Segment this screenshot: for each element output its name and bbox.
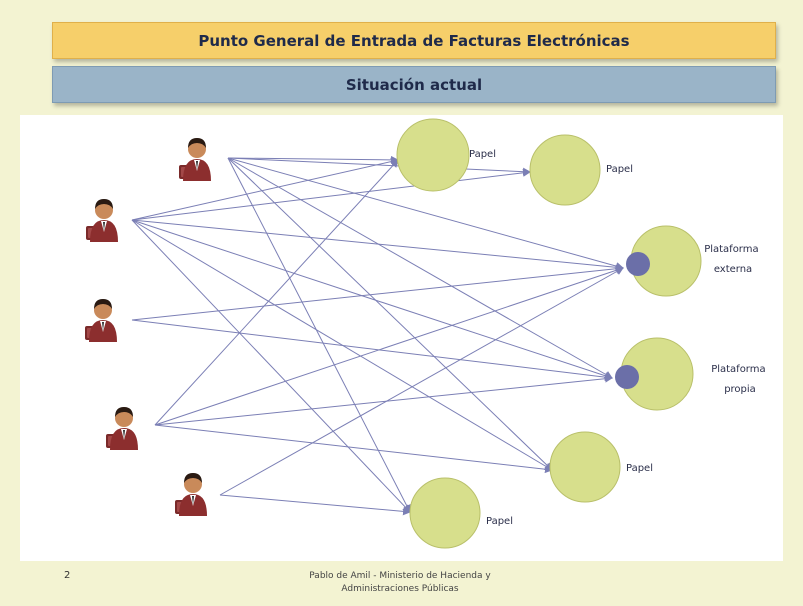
arrow [227, 157, 411, 513]
destination-plataforma-externa: Plataforma externa [626, 225, 762, 297]
hub-node [626, 252, 650, 276]
arrow [219, 494, 411, 516]
subtitle-banner: Situación actual [52, 66, 776, 103]
person-icon [106, 407, 138, 450]
connections [131, 155, 624, 516]
arrow [131, 219, 613, 380]
arrow [219, 267, 624, 496]
arrow [154, 374, 613, 426]
arrow [131, 264, 624, 321]
person-icon [179, 138, 211, 181]
destination-plataforma-propia: Plataforma propia [615, 337, 769, 411]
arrow [154, 266, 624, 426]
arrow [227, 157, 613, 379]
arrow [227, 157, 553, 471]
hub-node [615, 365, 639, 389]
page-title: Punto General de Entrada de Facturas Ele… [198, 31, 630, 50]
arrow [131, 157, 399, 221]
arrow [227, 157, 531, 176]
arrow [131, 319, 613, 382]
title-banner: Punto General de Entrada de Facturas Ele… [52, 22, 776, 59]
destination-papel-2: Papel [529, 134, 633, 206]
page-subtitle: Situación actual [345, 75, 483, 94]
arrow [154, 424, 553, 474]
papel-label: Papel [606, 164, 633, 175]
arrow [131, 219, 624, 272]
person-icon [175, 473, 207, 516]
person-icon [86, 199, 118, 242]
arrow [227, 155, 399, 164]
credit-line-1: Pablo de Amil - Ministerio de Hacienda y [309, 571, 491, 581]
papel-label: Papel [486, 516, 513, 527]
papel-label: Papel [626, 463, 653, 474]
destination-papel-4: Papel [409, 477, 513, 549]
page-number: 2 [64, 570, 71, 581]
footer-credit: Pablo de Amil - Ministerio de Hacienda y… [250, 570, 550, 596]
credit-line-2: Administraciones Públicas [341, 584, 459, 594]
plataforma-externa-label: Plataforma externa [704, 244, 762, 275]
papel-label: Papel [469, 149, 496, 160]
arrow [131, 168, 531, 221]
person-icon [85, 299, 117, 342]
destination-papel-1: Papel [396, 118, 496, 192]
arrow [154, 159, 399, 426]
destination-papel-3: Papel [549, 431, 653, 503]
arrow [227, 157, 624, 270]
arrow [131, 219, 411, 513]
plataforma-propia-label: Plataforma propia [711, 364, 769, 395]
